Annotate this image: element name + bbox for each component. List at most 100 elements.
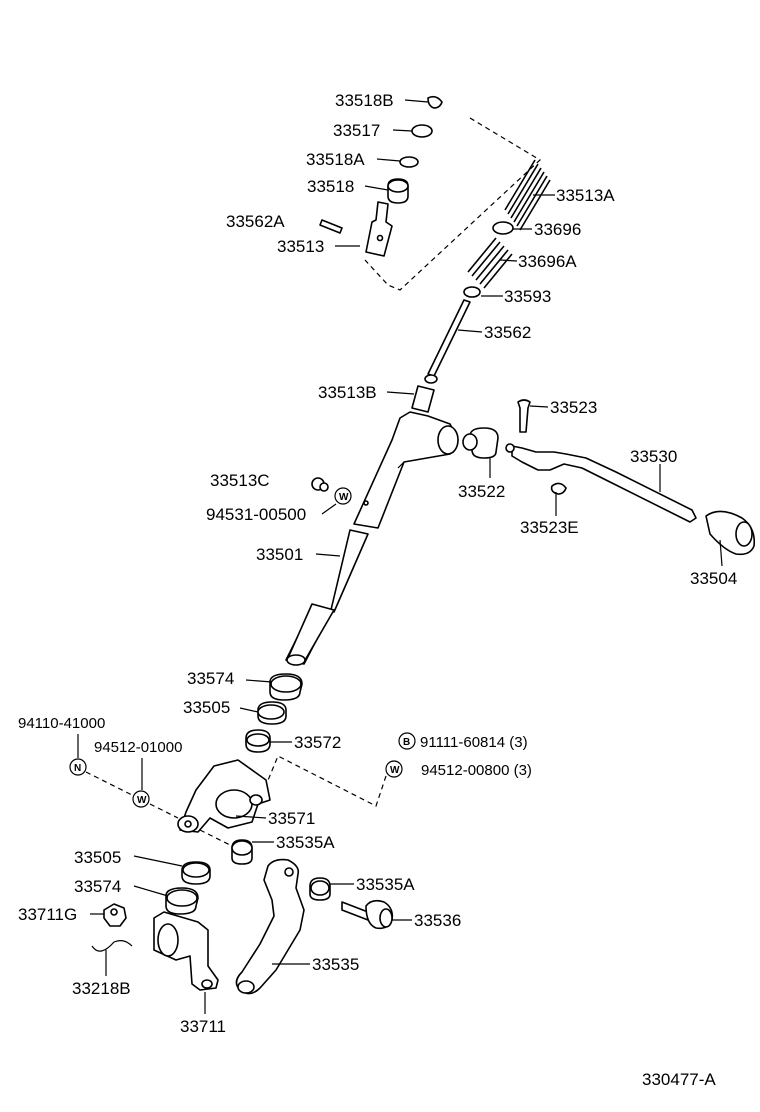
part-33518B-clip [427,95,443,109]
badge-n-94110 [69,758,87,776]
label-33574-upper: 33574 [187,669,234,688]
part-33572-top [246,733,270,747]
leader-33562 [457,329,483,333]
part-33574-lower-top [166,889,198,907]
label-33504: 33504 [690,569,737,588]
label-33593: 33593 [504,287,551,306]
label-33522: 33522 [458,482,505,501]
label-33513C: 33513C [210,471,270,490]
label-94512-00800: 94512-00800 (3) [421,762,532,779]
badge-w-94512-01000-text: W [137,795,147,806]
part-33505-lower-top [182,862,210,878]
label-33562A: 33562A [226,212,285,231]
leader-33523 [529,405,549,408]
part-33696A-spring [467,237,513,289]
label-33513B: 33513B [318,383,377,402]
part-33513-lever-tip [365,201,393,257]
part-33523E-clip [550,482,567,495]
part-33513C-washer [319,482,329,492]
part-33513-pin-hole [376,234,384,242]
leader-33518A [376,158,401,162]
badge-w-94512-00800 [385,760,403,778]
leader-33571 [235,815,267,819]
part-33562-rod-end [424,374,438,384]
label-94512-01000: 94512-01000 [94,739,182,756]
label-33505-upper: 33505 [183,698,230,717]
label-33518A: 33518A [306,150,365,169]
badge-w-94512-01000 [132,790,150,808]
part-33536-head-face [379,908,393,928]
upper-group-dashed-outline [364,117,541,291]
part-33711-bore [157,923,179,957]
part-33574-upper-top [270,675,302,693]
part-33535-upper-hole [284,867,294,877]
label-94110-41000: 94110-41000 [18,715,105,732]
part-33536-bolt [341,901,369,921]
part-housing-socket [437,425,459,455]
label-33218B: 33218B [72,979,131,998]
part-33571-tab [249,794,263,806]
part-33535A-1-top [231,840,253,856]
badge-w-94512-00800-text: W [390,765,400,776]
label-33530: 33530 [630,447,677,466]
badge-b-91111-text: B [403,737,410,748]
part-33535-lever-arm [235,858,305,995]
leader-33501 [315,553,341,557]
part-33571-eye-hole [184,820,192,828]
label-33535A-1: 33535A [276,833,335,852]
leader-94531 [321,503,337,515]
bracket-bolt-dashed-line [263,755,387,807]
part-33517-ring [411,124,433,138]
housing-edge [397,461,405,469]
part-33513A-spring [504,159,551,231]
part-33523-bolt [517,399,531,433]
part-33513B-collar [411,385,435,413]
part-33518-bushing-top [387,179,409,193]
label-33696A: 33696A [518,252,577,271]
label-33535A-2: 33535A [356,875,415,894]
badge-n-94110-text: N [74,763,81,774]
part-33535-lower-eye [237,980,255,994]
label-33523E: 33523E [520,518,579,537]
part-33504-knob-end [735,521,753,547]
part-33522-socket [469,427,499,459]
part-housing-hole [363,500,369,506]
badge-w-94531-text: W [339,492,349,503]
label-33523: 33523 [550,398,597,417]
leader-33518 [364,185,389,191]
label-33571: 33571 [268,809,315,828]
label-33513A: 33513A [556,186,615,205]
label-33572: 33572 [294,733,341,752]
leader-33574-lower [133,885,169,897]
leader-33505-lower [133,855,183,867]
label-33501: 33501 [256,545,303,564]
label-91111-60814: 91111-60814 (3) [420,734,528,751]
label-33711G: 33711G [18,905,77,924]
label-33535: 33535 [312,955,359,974]
badge-w-94531 [334,487,352,505]
label-33513: 33513 [277,237,324,256]
label-33536: 33536 [414,911,461,930]
part-33562A-pin [319,219,343,234]
label-33574-lower: 33574 [74,877,121,896]
part-33530-ball [505,443,515,453]
part-33522-face [462,433,478,451]
label-33562: 33562 [484,323,531,342]
part-33696-washer [492,221,514,235]
label-33518: 33518 [307,177,354,196]
part-33711G-center [110,908,118,916]
part-33593-washer [463,286,481,298]
label-33696: 33696 [534,220,581,239]
label-33518B: 33518B [335,91,394,110]
part-33535A-2-face [310,880,330,896]
part-33711-hole [201,979,213,989]
part-33518A-ring [399,156,419,168]
part-33530-shift-rod [511,445,697,523]
washer-dashed-line [85,771,237,849]
leader-33504 [719,539,723,567]
leader-33517 [392,129,413,132]
badge-b-91111 [398,732,416,750]
part-33571-bore [215,789,253,819]
part-33218B-wire-clip [91,940,133,952]
